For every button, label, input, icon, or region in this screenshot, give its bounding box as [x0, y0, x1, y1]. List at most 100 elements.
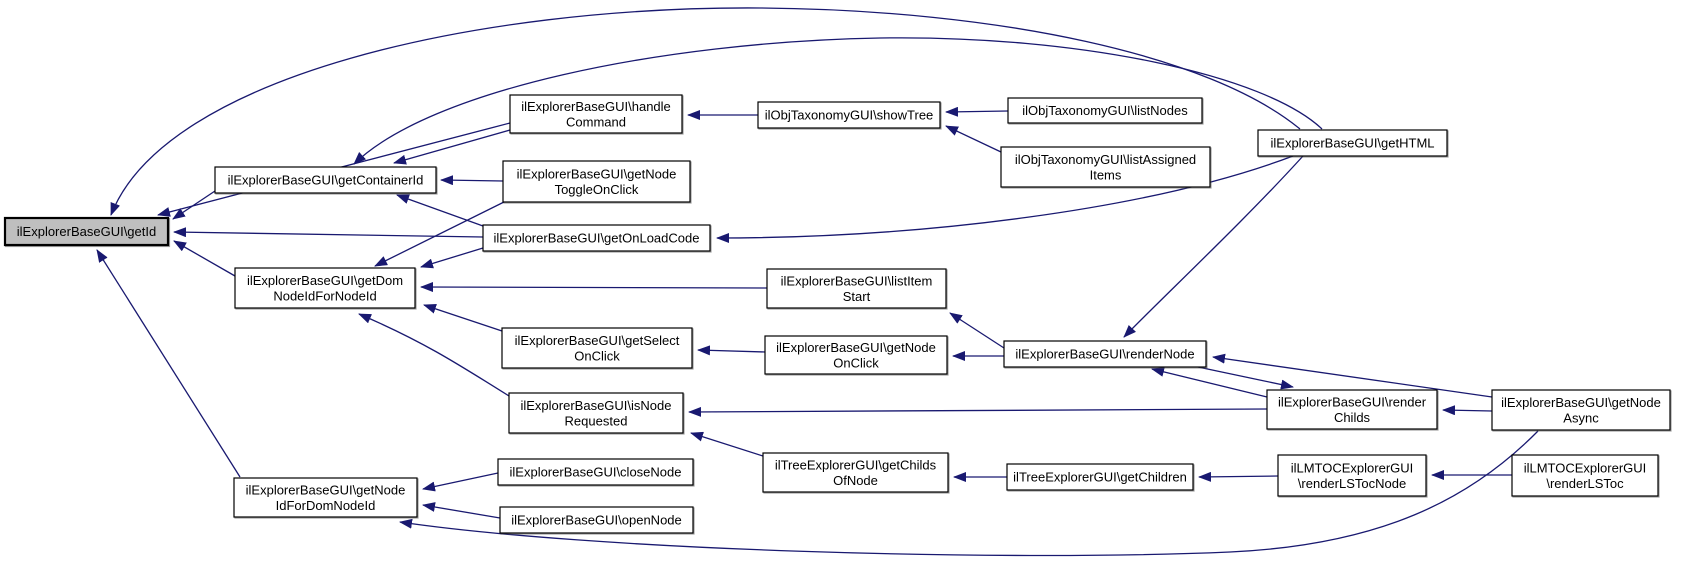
edge-getHTML-to-renderNode — [1123, 155, 1304, 338]
edge-renderChilds-to-isNodeRequested — [688, 406, 1268, 417]
node-box-renderLSTocNode — [1277, 454, 1427, 497]
edge-isNodeRequested-to-getDomNodeIdForNodeId — [358, 313, 510, 397]
edge-getDomNodeIdForNodeId-to-getId — [173, 240, 236, 277]
node-box-isNodeRequested — [508, 392, 684, 434]
edge-openNode-to-getNodeIdForDomNodeId — [422, 502, 501, 519]
node-renderNode[interactable]: ilExplorerBaseGUI\renderNode — [1003, 340, 1207, 368]
node-box-listNodes — [1007, 97, 1203, 124]
node-label-getNodeAsync-line0: ilExplorerBaseGUI\getNode — [1501, 395, 1661, 410]
node-label-handleCommand-line1: Command — [566, 114, 626, 129]
edge-renderChilds-to-renderNode — [1151, 366, 1268, 398]
edge-listAssignedItems-to-showTree — [945, 125, 1002, 153]
edge-closeNode-to-getNodeIdForDomNodeId — [422, 472, 499, 492]
node-renderLSToc[interactable]: ilLMTOCExplorerGUI\renderLSToc — [1511, 454, 1659, 497]
node-openNode[interactable]: ilExplorerBaseGUI\openNode — [499, 506, 694, 534]
node-label-getSelectOnClick-line1: OnClick — [574, 348, 620, 363]
node-getChildren[interactable]: ilTreeExplorerGUI\getChildren — [1006, 463, 1194, 491]
node-box-getDomNodeIdForNodeId — [234, 267, 416, 309]
node-box-handleCommand — [509, 94, 683, 134]
node-label-renderChilds-line0: ilExplorerBaseGUI\render — [1278, 394, 1427, 409]
edge-renderNode-to-renderChilds — [1197, 366, 1294, 390]
edge-getOnLoadCode-to-getContainerId — [396, 194, 484, 227]
node-box-renderNode — [1003, 340, 1207, 368]
node-box-renderChilds — [1266, 389, 1438, 430]
edge-getNodeAsync-to-renderNode — [1212, 353, 1493, 398]
node-box-getNodeOnClick — [764, 335, 948, 375]
node-closeNode[interactable]: ilExplorerBaseGUI\closeNode — [497, 458, 694, 486]
node-label-getNodeToggleOnClick-line0: ilExplorerBaseGUI\getNode — [517, 166, 677, 181]
edge-getContainerId-to-getId — [172, 190, 216, 220]
edge-getNodeToggleOnClick-to-getContainerId — [440, 175, 504, 186]
node-label-listItemStart-line0: ilExplorerBaseGUI\listItem — [781, 273, 933, 288]
edge-listNodes-to-showTree — [945, 106, 1009, 117]
node-label-listAssignedItems-line0: ilObjTaxonomyGUI\listAssigned — [1015, 152, 1196, 167]
node-label-renderLSTocNode-line1: \renderLSTocNode — [1298, 476, 1406, 491]
node-box-showTree — [757, 101, 941, 129]
node-label-getNodeIdForDomNodeId-line0: ilExplorerBaseGUI\getNode — [246, 482, 406, 497]
node-label-renderNode-line0: ilExplorerBaseGUI\renderNode — [1015, 347, 1194, 362]
node-label-handleCommand-line0: ilExplorerBaseGUI\handle — [521, 99, 671, 114]
node-label-showTree-line0: ilObjTaxonomyGUI\showTree — [765, 108, 934, 123]
node-label-renderLSTocNode-line0: ilLMTOCExplorerGUI — [1291, 460, 1414, 475]
node-label-isNodeRequested-line1: Requested — [565, 413, 628, 428]
node-box-getChildsOfNode — [762, 452, 949, 493]
node-label-closeNode-line0: ilExplorerBaseGUI\closeNode — [510, 465, 682, 480]
nodes-layer: ilExplorerBaseGUI\getId ilExplorerBaseGUI… — [3, 94, 1671, 534]
edges-layer — [96, 7, 1539, 557]
node-label-getChildsOfNode-line0: ilTreeExplorerGUI\getChilds — [775, 457, 937, 472]
node-box-listAssignedItems — [1000, 146, 1211, 188]
node-listNodes[interactable]: ilObjTaxonomyGUI\listNodes — [1007, 97, 1203, 124]
node-label-getNodeOnClick-line1: OnClick — [833, 355, 879, 370]
node-showTree[interactable]: ilObjTaxonomyGUI\showTree — [757, 101, 941, 129]
node-box-listItemStart — [766, 268, 947, 309]
node-label-openNode-line0: ilExplorerBaseGUI\openNode — [511, 513, 682, 528]
edge-getNodeIdForDomNodeId-to-getId — [96, 249, 241, 478]
edge-getNodeAsync-to-renderChilds — [1442, 405, 1493, 416]
edge-getNodeToggleOnClick-to-getDomNodeIdForNodeId — [374, 201, 505, 267]
edge-getChildsOfNode-to-isNodeRequested — [690, 431, 764, 457]
node-box-closeNode — [497, 458, 694, 486]
node-getContainerId[interactable]: ilExplorerBaseGUI\getContainerId — [214, 166, 437, 194]
node-box-getNodeToggleOnClick — [502, 160, 691, 203]
edge-listItemStart-to-getDomNodeIdForNodeId — [420, 282, 768, 293]
edge-handleCommand-to-getContainerId — [393, 129, 511, 165]
node-label-getDomNodeIdForNodeId-line1: NodeIdForNodeId — [273, 288, 376, 303]
node-label-getHTML-line0: ilExplorerBaseGUI\getHTML — [1271, 136, 1435, 151]
edge-renderNode-to-listItemStart — [949, 312, 1005, 349]
node-label-getOnLoadCode-line0: ilExplorerBaseGUI\getOnLoadCode — [494, 231, 700, 246]
node-label-getNodeToggleOnClick-line1: ToggleOnClick — [555, 182, 639, 197]
node-box-getHTML — [1257, 129, 1448, 157]
node-label-renderLSToc-line1: \renderLSToc — [1546, 476, 1624, 491]
edge-getNodeOnClick-to-getSelectOnClick — [697, 345, 766, 356]
node-label-listAssignedItems-line1: Items — [1090, 167, 1122, 182]
node-box-openNode — [499, 506, 694, 534]
edge-getOnLoadCode-to-getId — [173, 227, 484, 238]
node-label-getNodeIdForDomNodeId-line1: IdForDomNodeId — [276, 498, 376, 513]
node-label-getId-line0: ilExplorerBaseGUI\getId — [17, 224, 156, 239]
node-box-renderLSToc — [1511, 454, 1659, 497]
node-label-getChildsOfNode-line1: OfNode — [833, 473, 878, 488]
node-renderLSTocNode[interactable]: ilLMTOCExplorerGUI\renderLSTocNode — [1277, 454, 1427, 497]
edge-getSelectOnClick-to-getDomNodeIdForNodeId — [423, 304, 503, 332]
edge-getHTML-to-getContainerId — [353, 37, 1323, 165]
node-box-getChildren — [1006, 463, 1194, 491]
node-getOnLoadCode[interactable]: ilExplorerBaseGUI\getOnLoadCode — [482, 224, 711, 252]
node-getId[interactable]: ilExplorerBaseGUI\getId — [3, 216, 170, 247]
node-box-getNodeAsync — [1491, 389, 1671, 431]
node-box-getId — [3, 216, 170, 247]
node-getHTML[interactable]: ilExplorerBaseGUI\getHTML — [1257, 129, 1448, 157]
node-box-getNodeIdForDomNodeId — [233, 477, 418, 518]
